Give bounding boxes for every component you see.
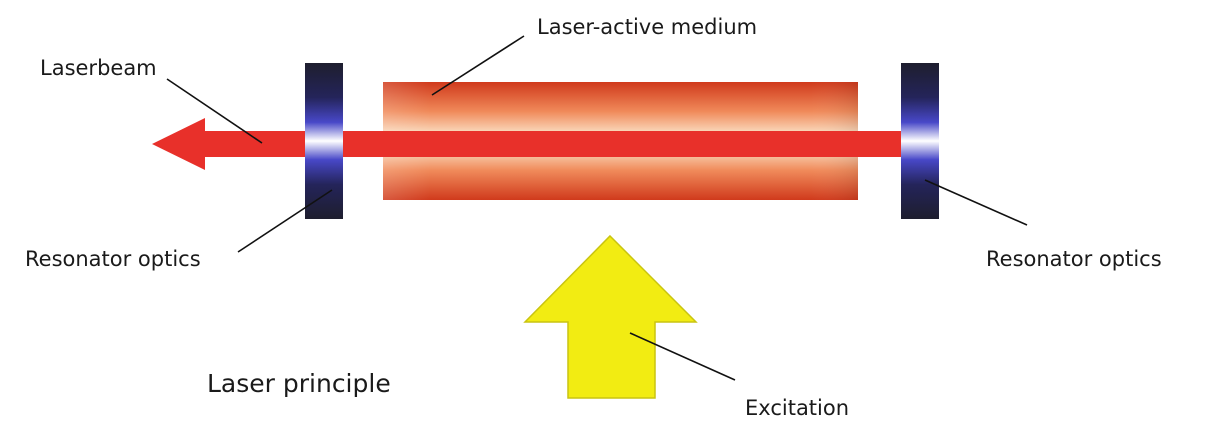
label-laserbeam: Laserbeam (40, 56, 157, 80)
leader-line-resonator-left (237, 189, 333, 253)
laserbeam-arrow (152, 118, 305, 170)
leader-line-excitation (629, 332, 736, 381)
excitation-arrow (523, 234, 698, 399)
label-resonator-optics-left: Resonator optics (25, 247, 201, 271)
label-excitation: Excitation (745, 396, 850, 420)
laser-beam (250, 131, 905, 157)
leader-line-resonator-right (924, 179, 1028, 226)
leader-line-medium (431, 35, 525, 96)
label-resonator-optics-right: Resonator optics (986, 247, 1162, 271)
diagram-caption: Laser principle (207, 369, 391, 398)
resonator-optic-left (305, 63, 343, 219)
label-laser-active-medium: Laser-active medium (537, 15, 758, 39)
resonator-optic-right (901, 63, 939, 219)
leader-line-laserbeam (166, 78, 263, 144)
